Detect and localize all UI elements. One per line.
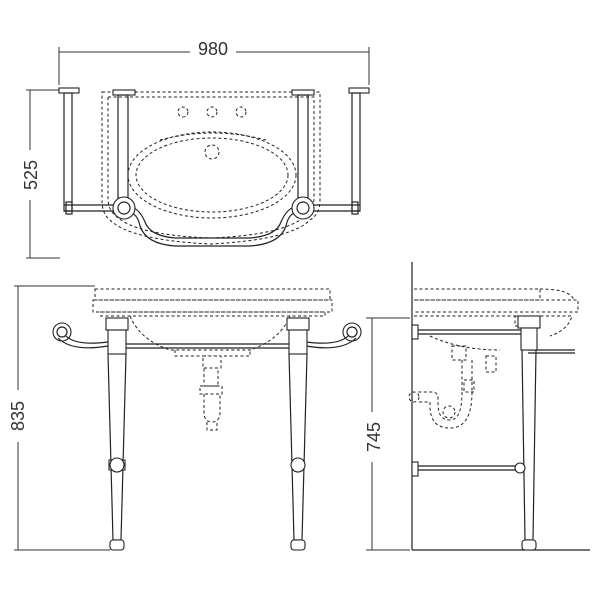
- width-dimension: 980: [58, 38, 370, 85]
- depth-dimension-label: 525: [21, 160, 41, 190]
- basin-side: [414, 288, 579, 351]
- outer-legs-top: [58, 87, 370, 212]
- front-left-leg: [105, 317, 129, 551]
- basin-front: [92, 288, 333, 369]
- top-view: 980 525: [20, 38, 370, 259]
- front-view: 835: [8, 285, 362, 551]
- side-trap: [408, 345, 497, 429]
- width-dimension-label: 980: [198, 39, 228, 59]
- right-bracket: [305, 322, 362, 349]
- height-dimension: 835: [8, 285, 110, 551]
- front-cross-rail: [124, 343, 292, 349]
- top-frame: [64, 196, 360, 247]
- side-height-dimension: 745: [362, 317, 410, 551]
- height-dimension-label: 835: [8, 401, 28, 431]
- side-frame: [411, 315, 575, 551]
- front-trap: [199, 367, 223, 431]
- side-height-dimension-label: 745: [364, 422, 384, 452]
- side-view: 745: [362, 262, 590, 551]
- inner-legs-top: [112, 89, 315, 199]
- wall: [411, 262, 590, 551]
- front-right-leg: [286, 317, 310, 551]
- depth-dimension: 525: [20, 89, 60, 259]
- left-bracket: [52, 322, 109, 349]
